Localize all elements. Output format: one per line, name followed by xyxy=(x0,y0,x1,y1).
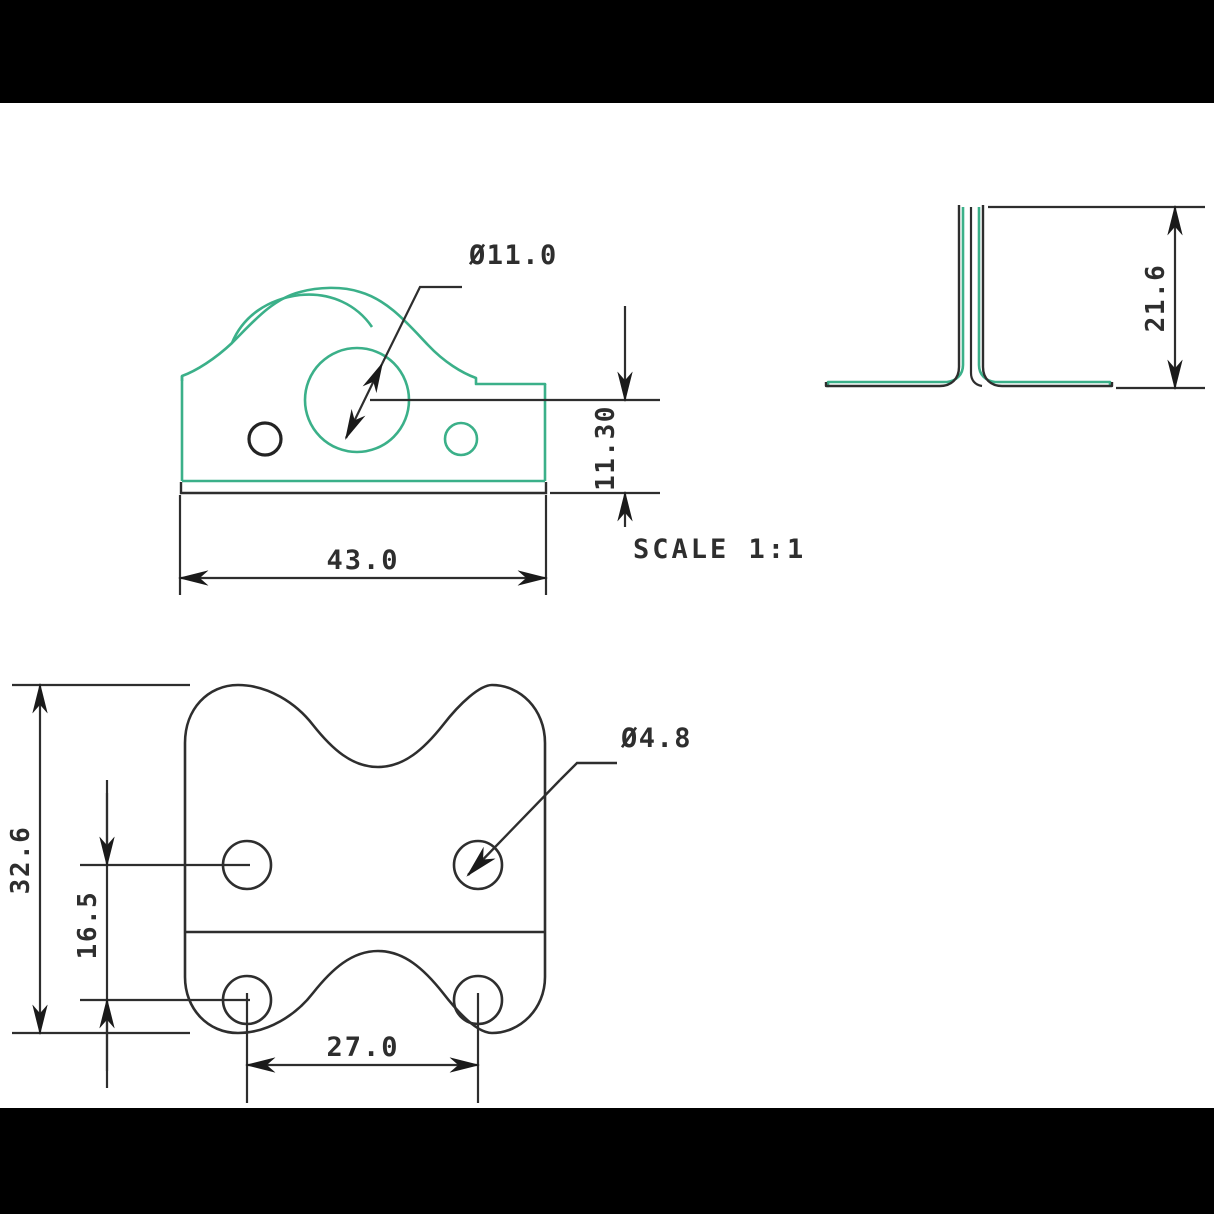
front-view-left-small-hole xyxy=(247,421,283,457)
top-view-outline xyxy=(183,683,547,1035)
dim-16-5-text: 16.5 xyxy=(73,891,103,960)
letterbox-top xyxy=(0,0,1214,103)
dim-11-30-text: 11.30 xyxy=(591,405,621,491)
front-view-right-small-hole xyxy=(443,421,479,457)
dim-21-6-text: 21.6 xyxy=(1141,264,1171,333)
diameter-leader-line-11 xyxy=(345,362,383,440)
scale-note: SCALE 1:1 xyxy=(633,534,806,565)
front-view-base-bottom-line xyxy=(179,482,548,495)
side-view-profile-green xyxy=(826,207,1112,388)
side-view-stem-fillet xyxy=(969,372,983,388)
dim-27-0-text: 27.0 xyxy=(326,1032,399,1063)
top-view-hole-top-right xyxy=(452,839,504,891)
dim-43-0-text: 43.0 xyxy=(326,545,399,576)
front-view-hub-arc xyxy=(230,293,374,344)
top-view: Ø4.8 32.6 16.5 27.0 xyxy=(6,682,692,1103)
technical-drawing-svg: Ø11.0 11.30 43.0 xyxy=(6,204,1205,1103)
side-view: 21.6 xyxy=(824,204,1205,391)
drawing-canvas: Ø11.0 11.30 43.0 xyxy=(0,103,1214,1108)
front-view-body-outline xyxy=(180,286,547,386)
dia-11-text: Ø11.0 xyxy=(468,240,558,271)
side-view-profile-black xyxy=(824,205,1114,388)
diameter-leader-extension-11 xyxy=(381,285,462,365)
diameter-leader-extension-4-8 xyxy=(559,761,617,781)
front-view: Ø11.0 11.30 43.0 xyxy=(177,240,660,595)
dim-32-6-text: 32.6 xyxy=(6,826,36,895)
diameter-leader-line-4-8 xyxy=(466,779,561,877)
dia-4-8-text: Ø4.8 xyxy=(620,723,692,754)
letterbox-bottom xyxy=(0,1108,1214,1214)
dimension-label-dia-11: Ø11.0 xyxy=(468,240,558,271)
